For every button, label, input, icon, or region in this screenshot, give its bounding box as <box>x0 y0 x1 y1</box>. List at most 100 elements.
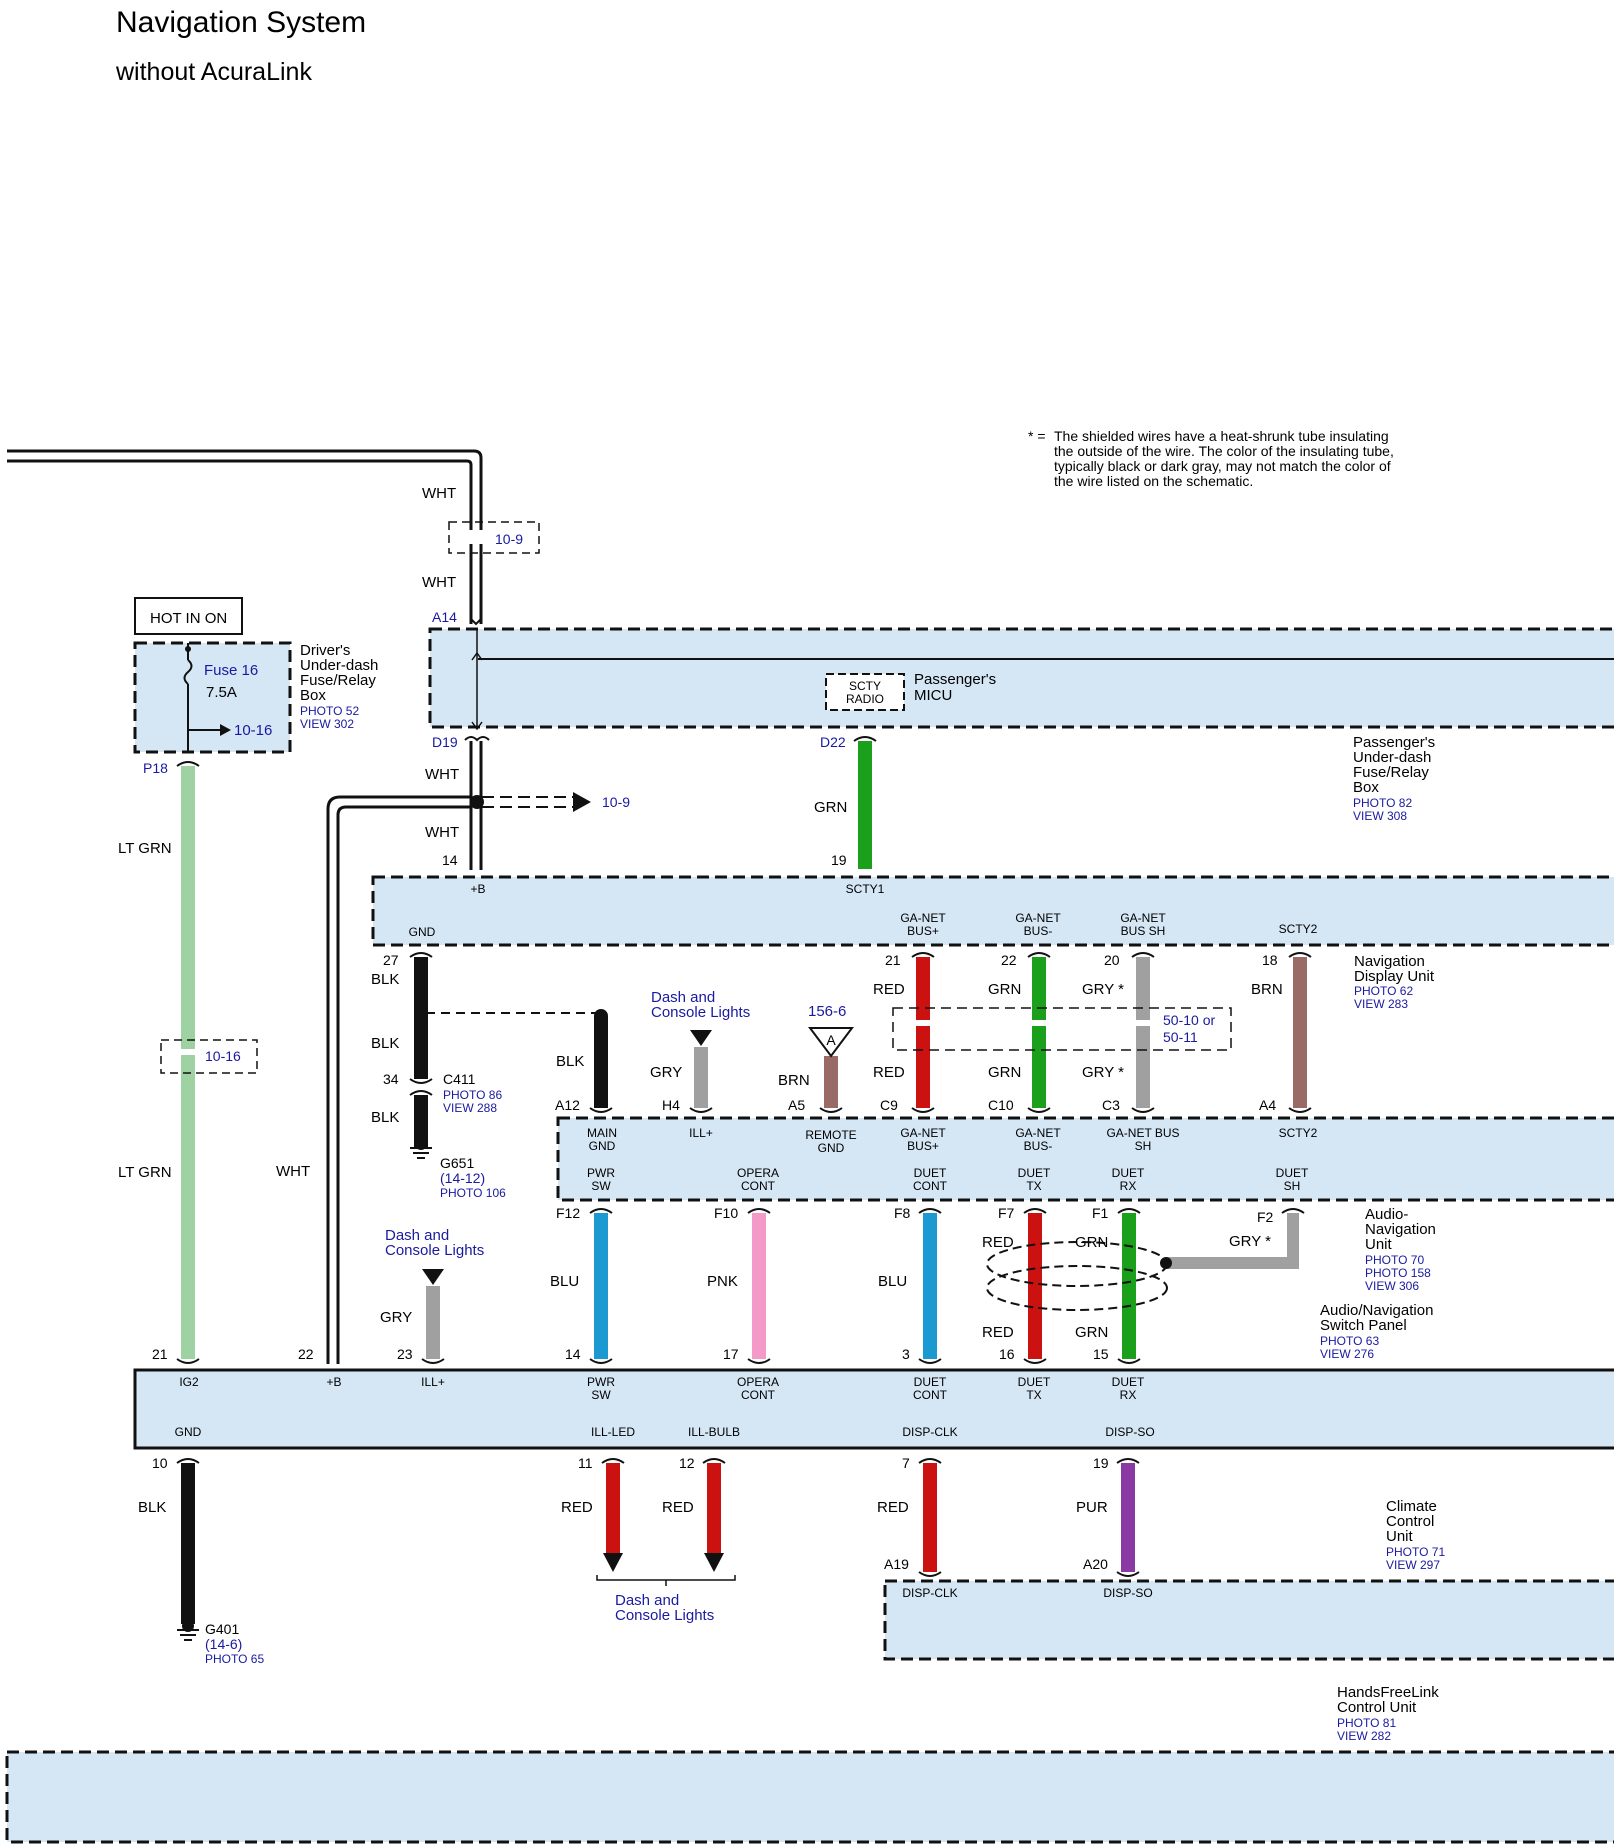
label-labels-dash-lights-1: Console Lights <box>651 1004 750 1021</box>
ill-led-arrow <box>603 1553 623 1572</box>
label-terms-pwr-sw-1: SW <box>591 1388 611 1402</box>
label-wires-wht: WHT <box>276 1163 310 1180</box>
label-labels-dash-lights-0: Dash and <box>615 1592 679 1609</box>
label-wires-wht: WHT <box>422 574 456 591</box>
label-labels-audio-nav-1: Navigation <box>1365 1221 1436 1238</box>
label-terms-disp-clk: DISP-CLK <box>902 1586 957 1600</box>
climate-control-unit <box>883 1579 1614 1661</box>
label-labels-pass-box-1: Under-dash <box>1353 749 1431 766</box>
label-terms-remote-gnd-1: GND <box>818 1141 845 1155</box>
label-wires-wht: WHT <box>425 766 459 783</box>
label-pins-c9: C9 <box>880 1097 898 1113</box>
label-pins-n19: 19 <box>831 852 847 868</box>
label-wires-blk: BLK <box>371 971 399 988</box>
label-wires-gry: GRY <box>650 1064 682 1081</box>
drivers-fuse-box-label: Driver's Under-dash Fuse/Relay Box PHOTO… <box>300 642 378 731</box>
top-wire-white-gap <box>463 530 493 544</box>
label-terms-scty2: SCTY2 <box>1279 922 1318 936</box>
label-terms-duet-rx-1: RX <box>1120 1179 1137 1193</box>
label-wires-blk: BLK <box>138 1499 166 1516</box>
label-labels-micu-1: MICU <box>914 687 952 704</box>
handsfreelink-unit <box>5 1750 1614 1844</box>
label-labels-dash-lights-0: Dash and <box>651 989 715 1006</box>
label-terms-duet-sh-0: DUET <box>1276 1166 1309 1180</box>
label-terms-duet-rx-0: DUET <box>1112 1166 1145 1180</box>
label-pins-s7: 7 <box>902 1455 910 1471</box>
a14-arrow-head <box>469 617 483 626</box>
label-labels-audio-nav-refs-2: VIEW 306 <box>1365 1279 1419 1293</box>
audio-navigation-unit <box>556 1116 1614 1202</box>
label-terms-duet-cont-1: CONT <box>913 1388 948 1402</box>
label-wires-wht: WHT <box>422 485 456 502</box>
label-note-lines-0: The shielded wires have a heat-shrunk tu… <box>1054 428 1389 444</box>
wire-labels: WHT WHT WHT WHT WHT LT GRN LT GRN GRN BL… <box>118 485 1283 1516</box>
label-labels-pass-box-3: Box <box>1353 779 1379 796</box>
label-terms-plus-b: +B <box>470 882 485 896</box>
label-terms-ga-net-bus-sh2-1: SH <box>1135 1139 1152 1153</box>
label-pins-s14: 14 <box>565 1346 581 1362</box>
ref-10-9-box <box>448 521 540 554</box>
label-wires-red: RED <box>873 981 905 998</box>
label-wires-brn: BRN <box>1251 981 1283 998</box>
drivers-fuse-box <box>133 641 292 754</box>
label-pins-c3: C3 <box>1102 1097 1120 1113</box>
label-pins-f12: F12 <box>556 1205 580 1221</box>
label-labels-climate-1: Control <box>1386 1513 1434 1530</box>
label-terms-ga-net-bus-minus-1: BUS- <box>1024 924 1053 938</box>
label-wires-gry: GRY <box>380 1309 412 1326</box>
label-wires-grn: GRN <box>1075 1234 1108 1251</box>
scty-radio-label-2: RADIO <box>846 692 884 706</box>
label-labels-dash-lights-0: Dash and <box>385 1227 449 1244</box>
label-pins-a5: A5 <box>788 1097 805 1113</box>
label-terms-ill-led: ILL-LED <box>591 1425 635 1439</box>
label-labels-ref-156-6: 156-6 <box>808 1003 846 1020</box>
connector-caps <box>176 736 1312 1577</box>
label-labels-fuse-box-2: Fuse/Relay <box>300 672 376 689</box>
label-labels-hfl-0: HandsFreeLink <box>1337 1684 1439 1701</box>
label-terms-ga-net-bus-plus-1: BUS+ <box>907 924 939 938</box>
label-wires-blk: BLK <box>371 1109 399 1126</box>
label-labels-fuse-box-0: Driver's <box>300 642 350 659</box>
micu-label: Passenger's MICU <box>914 671 996 704</box>
label-note-mark: * = <box>1028 428 1046 444</box>
label-pins-f2: F2 <box>1257 1209 1274 1225</box>
label-wires-pur: PUR <box>1076 1499 1108 1516</box>
label-terms-plus-b: +B <box>326 1375 341 1389</box>
label-pins-n14: 14 <box>442 852 458 868</box>
label-pins-a20: A20 <box>1083 1556 1108 1572</box>
label-labels-pass-box-0: Passenger's <box>1353 734 1435 751</box>
label-terms-ga-net-bus-minus-1: BUS- <box>1024 1139 1053 1153</box>
scty-radio-label: SCTY <box>849 679 881 693</box>
label-wires-red: RED <box>982 1234 1014 1251</box>
label-labels-micu-0: Passenger's <box>914 671 996 688</box>
label-wires-brn: BRN <box>778 1072 810 1089</box>
label-labels-hfl-refs-0: PHOTO 81 <box>1337 1716 1396 1730</box>
label-labels-g401-refs-1: PHOTO 65 <box>205 1652 264 1666</box>
label-wires-lt-grn: LT GRN <box>118 1164 172 1181</box>
label-pins-n18: 18 <box>1262 952 1278 968</box>
label-labels-nav-display-1: Display Unit <box>1354 968 1435 985</box>
label-terms-ga-net-bus-minus-0: GA-NET <box>1015 1126 1061 1140</box>
label-labels-c411-refs-1: VIEW 288 <box>443 1101 497 1115</box>
ref-50-connector <box>892 1007 1232 1051</box>
label-terms-ga-net-bus-plus-1: BUS+ <box>907 1139 939 1153</box>
top-wht-wire <box>7 449 483 1364</box>
label-terms-ill-plus: ILL+ <box>689 1126 713 1140</box>
label-wires-red: RED <box>873 1064 905 1081</box>
climate-label: Climate Control Unit PHOTO 71 VIEW 297 <box>1386 1498 1445 1572</box>
label-pins-s3: 3 <box>902 1346 910 1362</box>
label-labels-fuse-box-refs-0: PHOTO 52 <box>300 704 359 718</box>
label-labels-ref-50-1: 50-11 <box>1163 1029 1198 1045</box>
reference-labels: Dash and Console Lights 156-6 Dash and C… <box>385 989 846 1624</box>
label-terms-disp-clk: DISP-CLK <box>902 1425 957 1439</box>
label-terms-duet-cont-0: DUET <box>914 1375 947 1389</box>
label-wires-blu: BLU <box>550 1273 579 1290</box>
label-wires-blu: BLU <box>878 1273 907 1290</box>
label-wires-blk: BLK <box>371 1035 399 1052</box>
label-labels-g651: G651 <box>440 1155 474 1171</box>
label-wires-grn: GRN <box>988 981 1021 998</box>
label-terms-ga-net-bus-sh2-0: GA-NET BUS <box>1106 1126 1179 1140</box>
label-labels-hfl-1: Control Unit <box>1337 1699 1417 1716</box>
label-pins-a19: A19 <box>884 1556 909 1572</box>
label-terms-opera-cont-1: CONT <box>741 1179 776 1193</box>
